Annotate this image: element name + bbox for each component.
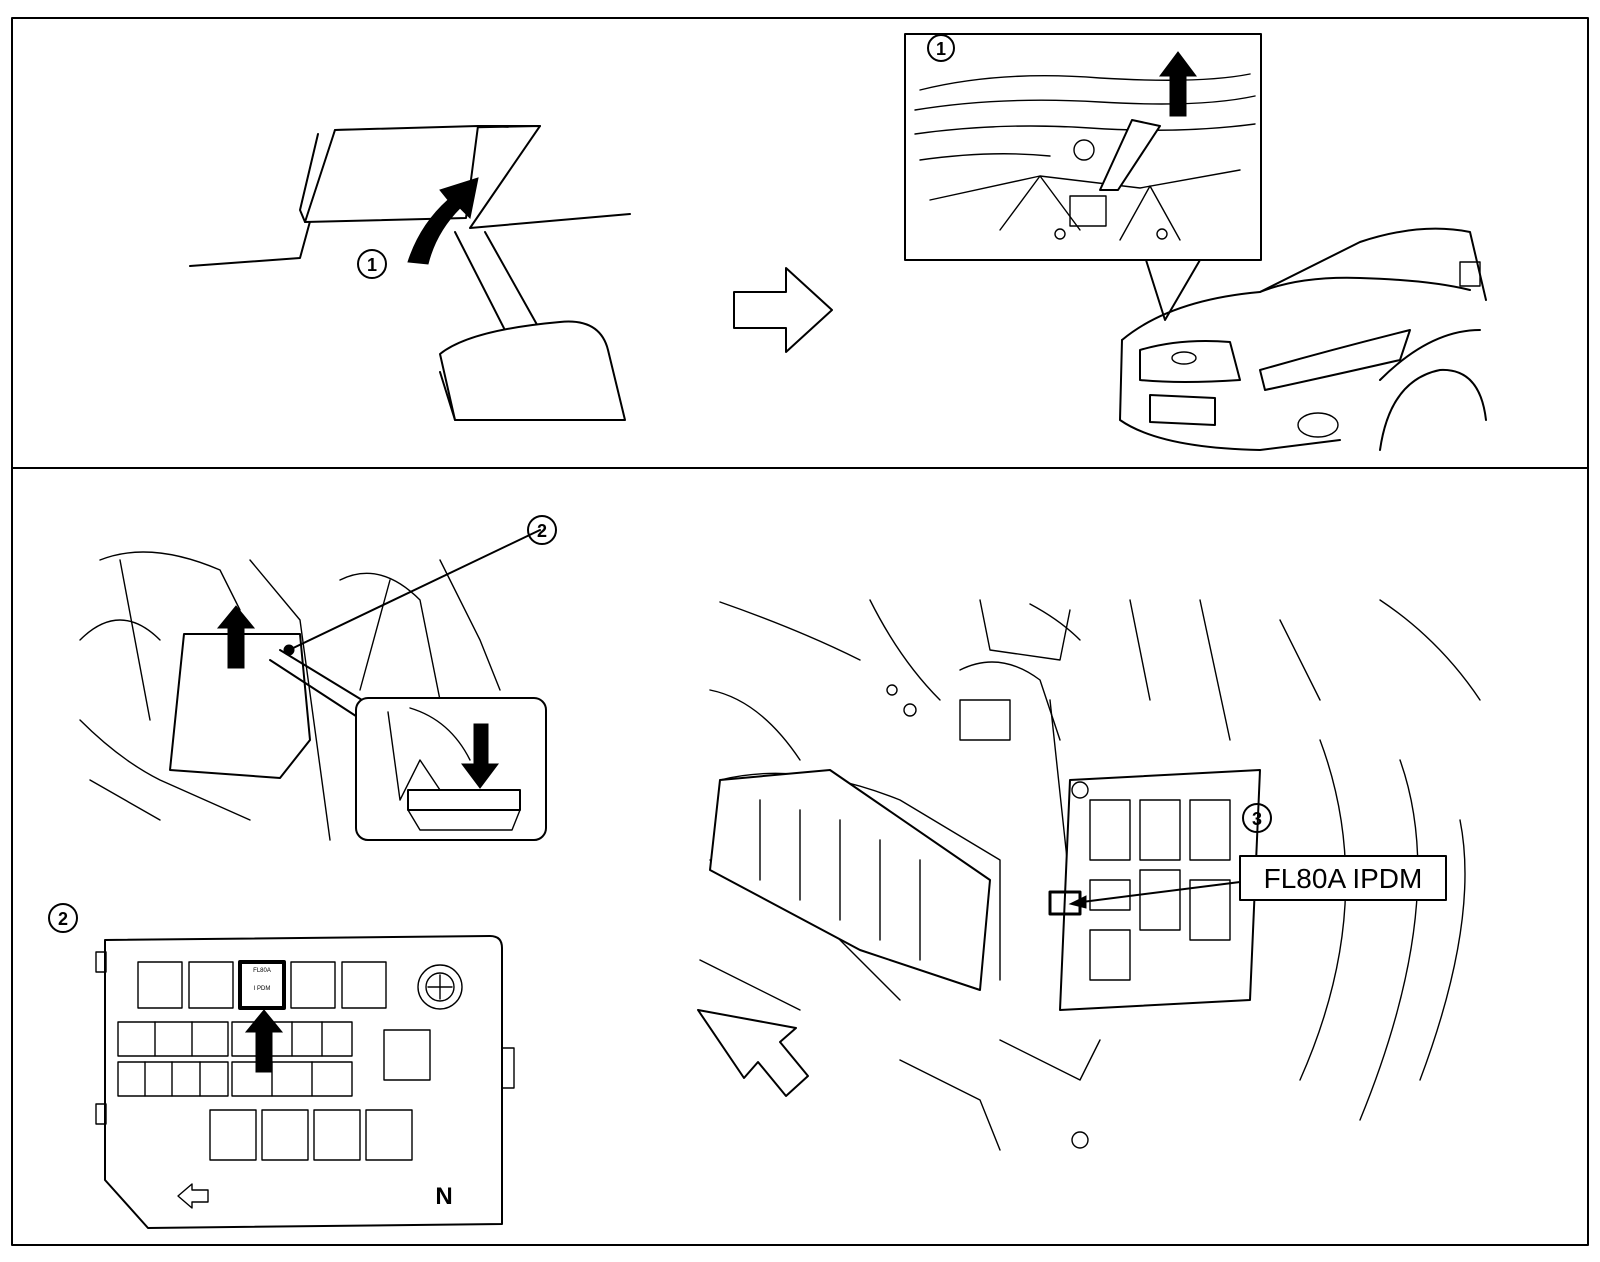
outline-arrow-left-icon xyxy=(177,1183,209,1209)
fuse-cover-layout: FL80A I PDM N xyxy=(95,935,515,1229)
svg-text:I PDM: I PDM xyxy=(254,986,271,992)
callout-1-inset: 1 xyxy=(927,34,955,62)
relay-box-engine-bay xyxy=(79,529,541,841)
callout-3-ipdm: 3 xyxy=(1242,803,1272,833)
fuse-label-box: FL80A IPDM xyxy=(1239,855,1447,901)
relay-clip-inset xyxy=(355,697,547,841)
svg-text:N: N xyxy=(435,1183,452,1210)
svg-text:FL80A: FL80A xyxy=(253,968,271,974)
ipdm-fuse-slot xyxy=(238,960,286,1010)
outline-arrow-right-icon xyxy=(733,267,833,353)
outline-arrow-down-left-icon xyxy=(697,1009,809,1097)
car-front-illustration xyxy=(1119,227,1487,451)
hood-latch-inset xyxy=(904,33,1262,321)
engine-bay-ipdm-illustration xyxy=(699,599,1481,1151)
callout-1-pedal: 1 xyxy=(357,249,387,279)
svg-text:1: 1 xyxy=(936,39,946,59)
svg-text:FL80A IPDM: FL80A IPDM xyxy=(1264,863,1423,894)
diagram-frame xyxy=(11,17,1589,1246)
svg-text:1: 1 xyxy=(367,255,377,275)
svg-text:3: 3 xyxy=(1252,809,1262,829)
hood-release-lever-illustration xyxy=(189,125,631,421)
callout-2-relay: 2 xyxy=(527,515,557,545)
svg-text:2: 2 xyxy=(58,909,68,929)
callout-2-cover: 2 xyxy=(48,903,78,933)
svg-text:2: 2 xyxy=(537,521,547,541)
